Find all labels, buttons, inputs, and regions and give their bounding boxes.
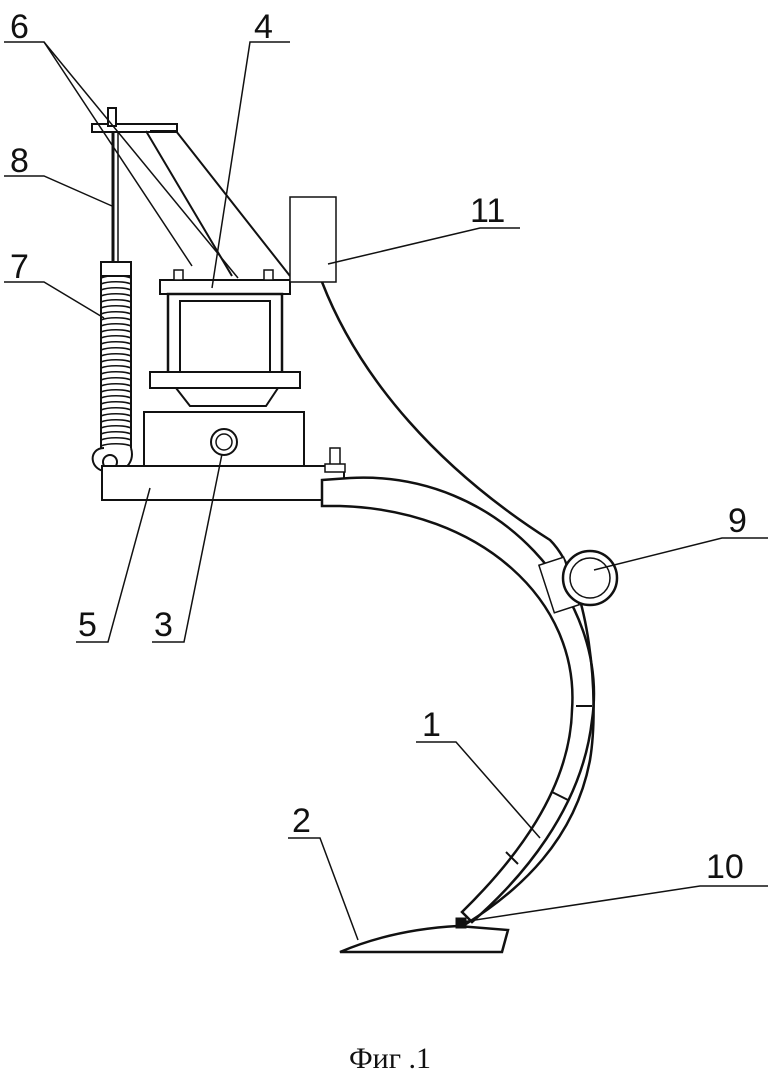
spring-coil <box>101 312 131 314</box>
spring-coil <box>101 330 131 332</box>
tip-sensor <box>456 918 466 928</box>
callout-4: 4 <box>254 8 273 46</box>
callout-9: 9 <box>728 502 747 540</box>
spring-coil <box>101 408 131 410</box>
callout-1: 1 <box>422 706 441 744</box>
spring-coil <box>101 354 131 356</box>
spring-coil <box>101 420 131 422</box>
spring-coil <box>101 438 131 440</box>
spring-coil <box>101 336 131 338</box>
spring-coil <box>101 288 131 290</box>
spring <box>93 262 132 472</box>
callout-5: 5 <box>78 606 97 644</box>
callout-2: 2 <box>292 802 311 840</box>
vibration-sensor <box>539 551 617 613</box>
callout-3: 3 <box>154 606 173 644</box>
spring-coil <box>101 396 131 398</box>
spring-coil <box>101 390 131 392</box>
spring-coil <box>101 294 131 296</box>
callout-10: 10 <box>706 848 744 886</box>
spring-coil <box>101 378 131 380</box>
spring-coil <box>101 306 131 308</box>
spring-coil <box>101 384 131 386</box>
chisel-tip <box>340 926 508 952</box>
motor <box>150 270 300 406</box>
spring-coil <box>101 360 131 362</box>
spring-coil <box>101 372 131 374</box>
spring-coil <box>101 432 131 434</box>
spring-coil <box>101 342 131 344</box>
spring-coil <box>101 444 131 446</box>
spring-coil <box>101 324 131 326</box>
housing-block <box>144 412 304 468</box>
spring-coil <box>101 426 131 428</box>
upper-bracket <box>92 108 290 276</box>
spring-coil <box>101 414 131 416</box>
callout-7: 7 <box>10 248 29 286</box>
spring-coil <box>101 282 131 284</box>
spring-coil <box>101 300 131 302</box>
spring-coil <box>101 318 131 320</box>
figure-caption: Фиг .1 <box>349 1042 431 1075</box>
callout-8: 8 <box>10 142 29 180</box>
callout-11: 11 <box>470 192 505 230</box>
callout-labels: 6 4 8 11 7 9 5 3 1 2 10 <box>10 8 747 886</box>
callout-6: 6 <box>10 8 29 46</box>
spring-coil <box>101 402 131 404</box>
sensor-box <box>290 197 336 282</box>
spring-coil <box>101 366 131 368</box>
spring-coil <box>101 348 131 350</box>
